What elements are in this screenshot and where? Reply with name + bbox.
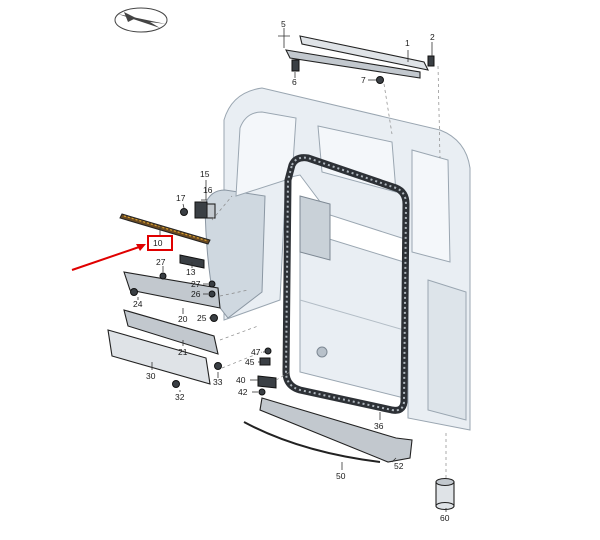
part-20-sill-trim: [123, 271, 221, 309]
label-20: 20: [178, 314, 188, 324]
callout-labels: 1 2 5 6 7 10 13 15 16 17 20 21 24 25 26 …: [133, 19, 450, 523]
label-60: 60: [440, 513, 450, 523]
part-45-clip: [259, 357, 271, 366]
callout-10-box: [147, 235, 173, 251]
part-6-clip: [291, 59, 300, 72]
part-5-guide-rail: [285, 49, 421, 79]
label-42: 42: [238, 387, 248, 397]
part-27a-clip: [159, 272, 167, 280]
part-52-step-plate: [259, 397, 413, 463]
part-33-screw: [214, 362, 222, 370]
part-50-strip: [243, 421, 381, 463]
label-24: 24: [133, 299, 143, 309]
label-36: 36: [374, 421, 384, 431]
part-30-sill-panel: [107, 329, 211, 385]
label-40: 40: [236, 375, 246, 385]
part-10-sealing-strip: [119, 213, 211, 245]
part-17-screw: [180, 208, 188, 216]
label-25: 25: [197, 313, 207, 323]
part-27b-clip: [208, 280, 216, 288]
van-body: [204, 87, 471, 431]
alignment-lines: [211, 65, 447, 478]
part-26-clip: [208, 290, 216, 298]
label-7: 7: [361, 75, 366, 85]
label-17: 17: [176, 193, 186, 203]
label-33: 33: [213, 377, 223, 387]
part-24-clip: [130, 288, 138, 296]
label-30: 30: [146, 371, 156, 381]
label-5: 5: [281, 19, 286, 29]
label-1: 1: [405, 38, 410, 48]
part-32-screw: [172, 380, 180, 388]
side-window: [317, 125, 397, 193]
orientation-icon: [114, 7, 168, 33]
highlight-part-10: [71, 235, 173, 271]
label-27a: 27: [156, 257, 166, 267]
part-16-bracket: [194, 201, 208, 219]
part-60-cap: [435, 477, 455, 511]
label-13: 13: [186, 267, 196, 277]
part-7-screw: [376, 76, 384, 84]
part-42-clip: [258, 388, 266, 396]
part-47-clip: [264, 347, 272, 355]
label-16: 16: [203, 185, 213, 195]
front-window: [411, 149, 451, 263]
part-36-door-seal: [282, 154, 410, 414]
part-40-hinge: [257, 375, 277, 389]
label-26: 26: [191, 289, 201, 299]
part-2-cap: [427, 55, 435, 67]
part-1-roof-rail: [299, 35, 429, 71]
label-50: 50: [336, 471, 346, 481]
label-32: 32: [175, 392, 185, 402]
part-21-sill-trim: [123, 309, 219, 355]
label-21: 21: [178, 347, 188, 357]
label-45: 45: [245, 357, 255, 367]
label-15: 15: [200, 169, 210, 179]
part-25-clip: [210, 314, 218, 322]
label-52: 52: [394, 461, 404, 471]
label-6: 6: [292, 77, 297, 87]
label-27b: 27: [191, 279, 201, 289]
part-13-cover: [179, 254, 205, 269]
leader-lines: [137, 28, 447, 512]
label-2: 2: [430, 32, 435, 42]
label-10: 10: [153, 238, 163, 248]
part-15-bracket: [206, 203, 216, 219]
label-47: 47: [251, 347, 261, 357]
